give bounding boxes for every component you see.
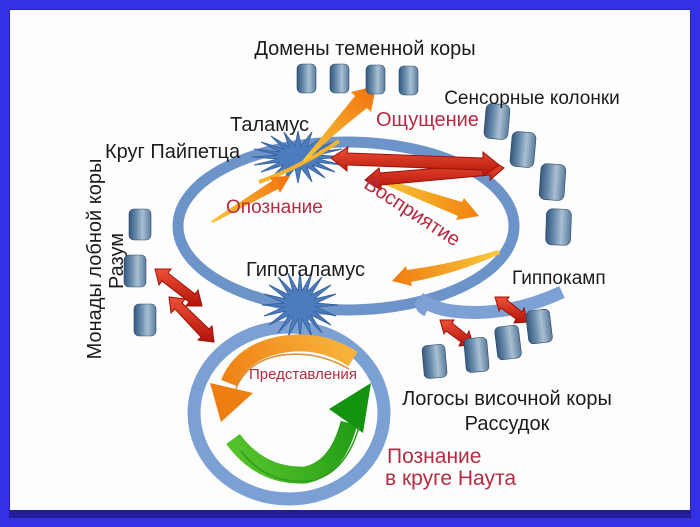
label-mind: Разум — [106, 232, 128, 290]
label-thalamus: Таламус — [230, 114, 309, 136]
label-temporal-logos: Логосы височной коры — [402, 388, 612, 410]
temporal-logos-cylinders — [421, 308, 553, 379]
nauta-green-arrow-icon — [226, 383, 371, 484]
label-frontal-monads: Монады лобной коры — [84, 158, 106, 360]
to-hippocampus-arrow-icon — [392, 250, 500, 286]
papez-ellipse — [172, 136, 520, 316]
label-hippocampus: Гиппокамп — [512, 268, 606, 289]
thalamus-starburst-icon — [251, 130, 345, 184]
sensory-column-cylinders — [483, 103, 572, 246]
label-representations: Представления — [249, 366, 357, 383]
label-cognition-line1: Познание — [387, 445, 482, 468]
perception-arrow-icon — [376, 177, 479, 220]
label-papez-circle: Круг Пайпетца — [105, 141, 241, 163]
diagram-graphics — [123, 63, 572, 506]
parietal-domain-cylinders — [296, 63, 419, 96]
hippocampus-arc-icon — [414, 286, 565, 319]
hypothalamus-starburst-icon — [261, 270, 339, 340]
sensation-arrow-icon — [258, 86, 376, 184]
frontal-monad-cylinders — [123, 208, 157, 337]
label-sensation: Ощущение — [376, 109, 479, 131]
thalamus-sensory-arrows-icon — [330, 145, 505, 191]
label-cognition-line2: в круге Наута — [385, 467, 517, 490]
label-hypothalamus: Гипоталамус — [246, 259, 365, 281]
nauta-orange-arrow-icon — [210, 334, 358, 422]
label-reason: Рассудок — [464, 413, 550, 435]
label-sensory-columns: Сенсорные колонки — [444, 88, 620, 109]
nauta-circle — [187, 320, 391, 506]
recognition-arrow-icon — [211, 176, 290, 223]
frontal-links-arrows-icon — [154, 268, 215, 343]
label-recognition: Опознание — [226, 197, 323, 218]
label-parietal-domains: Домены теменной коры — [254, 38, 476, 60]
